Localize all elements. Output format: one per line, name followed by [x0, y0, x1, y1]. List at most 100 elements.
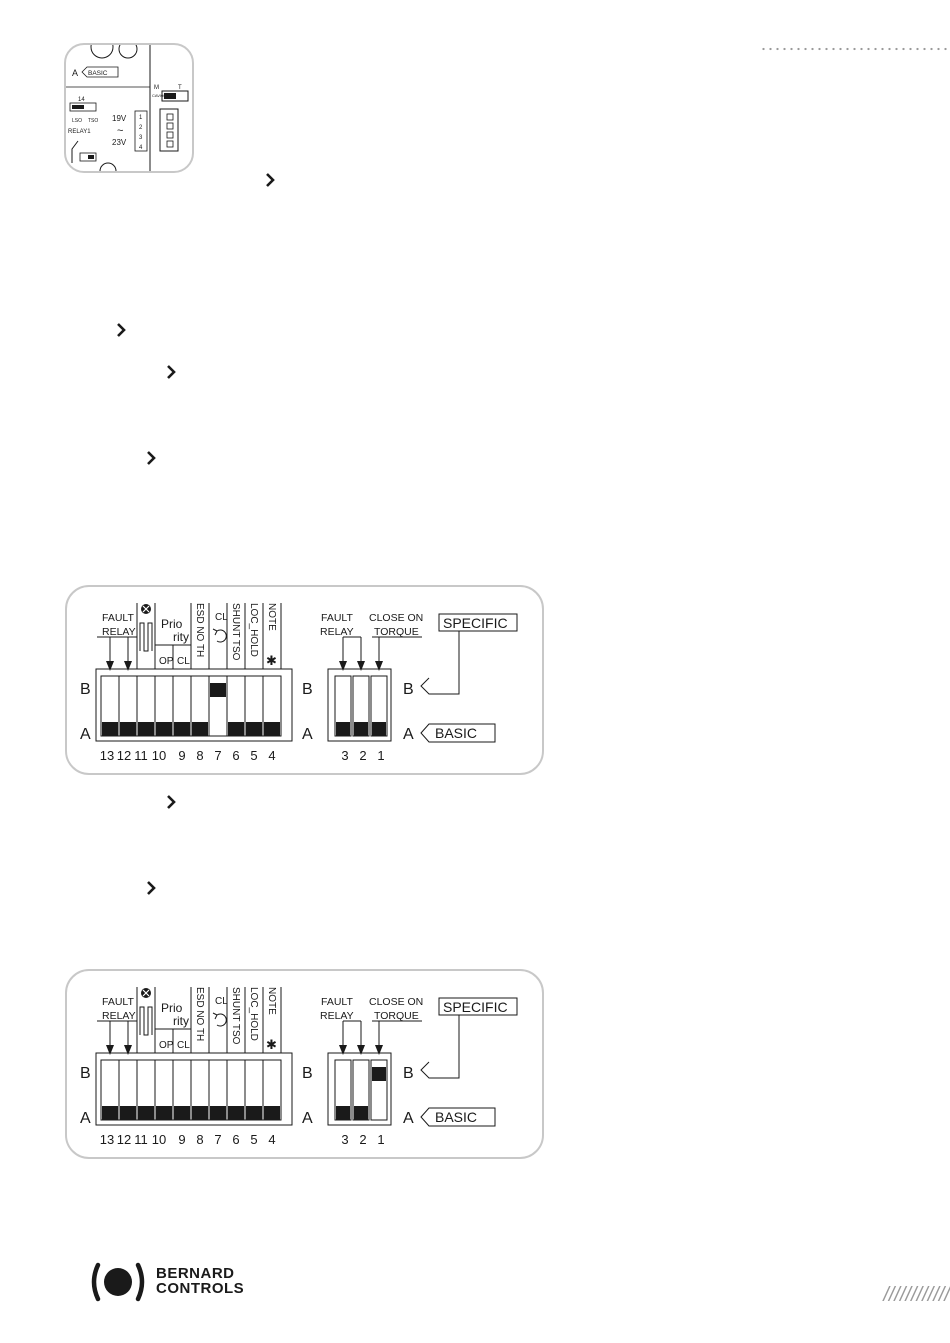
- arrow-down-icon: [124, 1045, 132, 1055]
- cl-label: CL: [215, 996, 228, 1007]
- chevron-right-icon: [166, 365, 176, 379]
- arrow-down-icon: [357, 1045, 365, 1055]
- thumb-side-jumper: [161, 90, 189, 102]
- logo-line-2: CONTROLS: [156, 1280, 245, 1297]
- chevron-right-icon: [116, 323, 126, 337]
- esd-no-th-label: ESD NO TH: [194, 603, 205, 657]
- switch-number: 3: [341, 1132, 348, 1147]
- priority-label: rity: [173, 1014, 189, 1028]
- priority-op-label: OP: [159, 656, 174, 667]
- dip-switch-lever: [156, 1106, 172, 1120]
- row-b-label: B: [80, 681, 91, 698]
- logo-line-1: BERNARD: [156, 1265, 235, 1282]
- cl-label: CL: [215, 612, 228, 623]
- dip-switch-lever: [138, 1106, 154, 1120]
- row-a-label: A: [80, 1110, 91, 1127]
- thumb-a-label: A: [72, 68, 78, 78]
- bernard-controls-logo: BERNARD CONTROLS: [88, 1262, 244, 1307]
- fault-relay-label: RELAY: [320, 626, 354, 638]
- thumb-relay-contact: [71, 140, 79, 163]
- board-thumbnail: A BASIC 14 LSO TSO RELAY1 19V ~ 23V 1 2 …: [64, 43, 194, 173]
- fault-relay-label: FAULT: [321, 996, 353, 1008]
- specific-connector: [420, 1015, 460, 1079]
- priority-label: Prio: [161, 1001, 183, 1015]
- thumb-term-1: 1: [139, 115, 143, 121]
- counterclockwise-icon: [212, 1012, 227, 1027]
- arrow-down-icon: [357, 661, 365, 671]
- switch-number: 7: [214, 1132, 221, 1147]
- dip-switch-lever: [120, 1106, 136, 1120]
- note-label: NOTE: [266, 603, 277, 631]
- thumb-term-2: 2: [139, 125, 143, 131]
- header-dots-decoration: [760, 46, 950, 52]
- row-a-label: A: [302, 1110, 313, 1127]
- switch-number: 8: [196, 1132, 203, 1147]
- switch-number: 13: [100, 1132, 114, 1147]
- fault-relay-label: RELAY: [320, 1010, 354, 1022]
- switch-number: 5: [250, 748, 257, 763]
- dip-switch-lever: [174, 1106, 190, 1120]
- dip-switch-lever: [120, 722, 136, 736]
- thumb-basic-label: BASIC: [88, 70, 108, 77]
- dip-switch-lever: [102, 722, 118, 736]
- note-star-icon: ✱: [266, 1037, 277, 1052]
- switch-number: 6: [232, 748, 239, 763]
- dip-switch-lever: [192, 1106, 208, 1120]
- dip-switch-lever: [264, 722, 280, 736]
- row-b-label: B: [80, 1065, 91, 1082]
- dip-switch-lever: [246, 1106, 262, 1120]
- switch-number: 12: [117, 1132, 131, 1147]
- basic-tag: [420, 723, 496, 743]
- switch-number: 5: [250, 1132, 257, 1147]
- thumb-jumper-box: [69, 102, 97, 112]
- switch-number: 2: [359, 1132, 366, 1147]
- thumb-tilde: ~: [117, 125, 123, 137]
- blink-signal-icon: [139, 1006, 153, 1036]
- arrow-down-icon: [106, 661, 114, 671]
- basic-label: BASIC: [435, 1109, 477, 1125]
- switch-number: 10: [152, 1132, 166, 1147]
- thumb-side-t: T: [178, 85, 182, 91]
- row-b-label: B: [403, 1065, 414, 1082]
- dip-switch-lever: [210, 1106, 226, 1120]
- switch-number: 9: [178, 748, 185, 763]
- basic-label: BASIC: [435, 725, 477, 741]
- switch-number: 13: [100, 748, 114, 763]
- row-b-label: B: [302, 681, 313, 698]
- thumb-term-4: 4: [139, 145, 143, 151]
- footer-slashes: ////////////: [883, 1284, 950, 1306]
- dip-switch-lever: [372, 1067, 386, 1081]
- arrow-down-icon: [375, 661, 383, 671]
- thumb-circle-1: [90, 45, 114, 59]
- thumb-side-m: M: [154, 85, 159, 91]
- switch-number: 2: [359, 748, 366, 763]
- thumb-jumper-14: 14: [78, 97, 85, 103]
- thumb-pin-1: [166, 113, 174, 121]
- switch-number: 9: [178, 1132, 185, 1147]
- fault-relay-label: RELAY: [102, 1010, 136, 1022]
- dip-switch-1: [370, 1059, 388, 1121]
- bernard-controls-logo-icon: [91, 1262, 145, 1302]
- specific-tag: [438, 613, 518, 632]
- dip-switch-lever: [102, 1106, 118, 1120]
- dip-switch-lever: [174, 722, 190, 736]
- priority-label: rity: [173, 630, 189, 644]
- thumb-pin-4: [166, 140, 174, 148]
- chevron-right-icon: [146, 451, 156, 465]
- shunt-tso-label: SHUNT TSO: [230, 987, 241, 1045]
- dip-switch-lever: [138, 722, 154, 736]
- dip-switch-lever: [354, 1106, 368, 1120]
- dip-switch-lever: [156, 722, 172, 736]
- row-a-label: A: [403, 726, 414, 743]
- dip-switch-lever: [336, 1106, 350, 1120]
- switch-number: 12: [117, 748, 131, 763]
- dip-switch-lever: [264, 1106, 280, 1120]
- switch-number: 4: [268, 1132, 275, 1147]
- priority-cl-label: CL: [177, 1040, 190, 1051]
- close-on-torque-label: TORQUE: [374, 626, 419, 638]
- thumb-relay-label: RELAY1: [68, 129, 91, 135]
- thumb-relay-box: [79, 152, 97, 162]
- left-switch-block: [95, 668, 293, 742]
- indicator-light-icon: [141, 604, 151, 614]
- dip-switch-lever: [354, 722, 368, 736]
